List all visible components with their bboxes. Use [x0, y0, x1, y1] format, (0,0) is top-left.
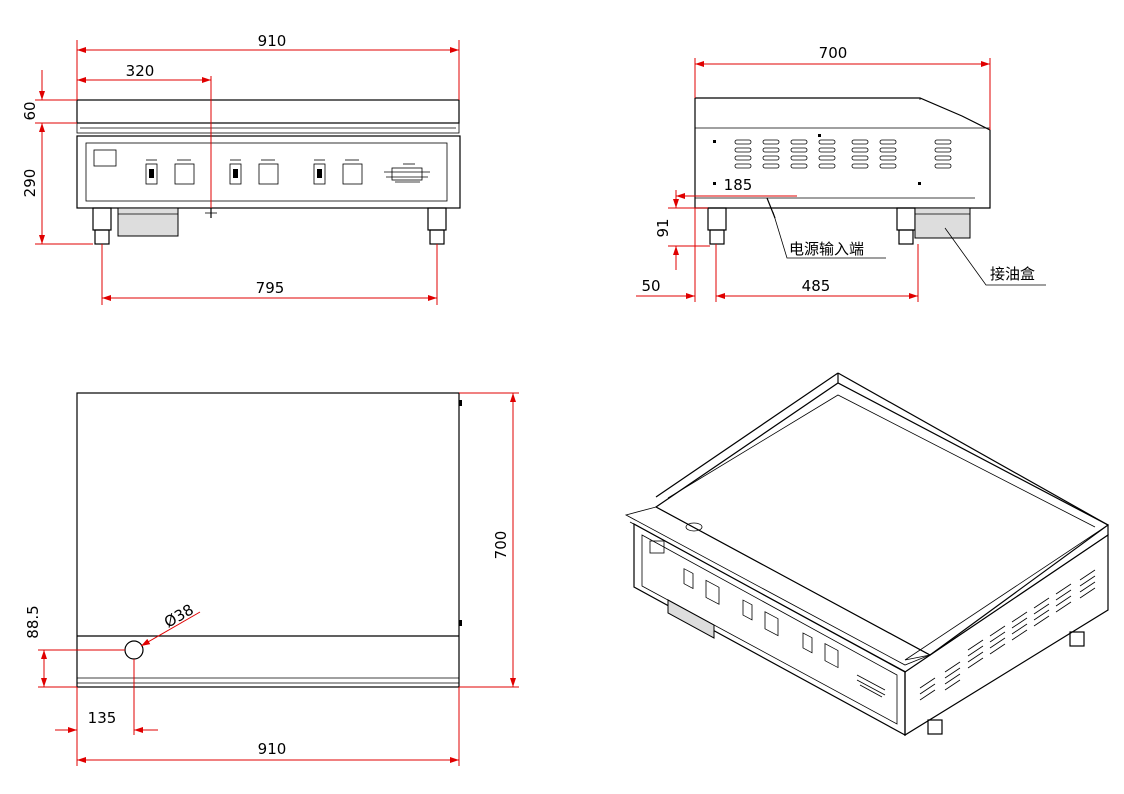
dim-inlet-offset-label: 185	[724, 176, 753, 194]
front-plate	[76, 99, 460, 124]
iso-plate	[654, 382, 1110, 656]
dim-height: 290	[21, 123, 93, 245]
label-oil-box: 接油盒	[990, 265, 1035, 283]
iso-side-face	[904, 533, 1109, 737]
indicator-window	[93, 149, 117, 167]
control-panel	[85, 142, 448, 202]
dim-feet: 795	[101, 244, 438, 305]
dim-top-label: 60	[21, 101, 39, 120]
dim-top-width: 910	[76, 687, 460, 766]
front-foot-left	[92, 207, 112, 231]
dim-top-depth-label: 700	[492, 531, 510, 560]
dim-side-depth: 700	[694, 44, 991, 130]
switch-icon	[229, 163, 242, 185]
dim-front-foot-label: 50	[641, 277, 660, 295]
iso-front-face	[633, 522, 906, 737]
dim-hole-front-label: 88.5	[24, 605, 42, 638]
brand-mark	[384, 163, 430, 183]
oil-box	[914, 207, 971, 239]
switch-icon	[313, 163, 326, 185]
side-view: 电源输入端 接油盒 700 185 91 50	[636, 44, 1046, 302]
front-body	[76, 135, 461, 209]
dim-hole-diameter: Ø38	[140, 600, 201, 647]
knob-icon	[174, 163, 195, 185]
top-plate	[76, 392, 460, 688]
dim-width: 910	[76, 32, 460, 100]
isometric-view	[624, 372, 1110, 737]
oil-drawer	[117, 207, 179, 237]
label-power-inlet: 电源输入端	[789, 240, 864, 258]
iso-indicator	[649, 540, 665, 554]
dim-hole-offset-label: 135	[88, 709, 117, 727]
iso-foot	[927, 719, 943, 735]
dim-feet-label: 795	[256, 279, 285, 297]
dim-top-width-label: 910	[258, 740, 287, 758]
dim-side-depth-label: 700	[819, 44, 848, 62]
dim-top-depth: 700	[459, 392, 519, 688]
dim-offset-label: 320	[126, 62, 155, 80]
dim-foot-height: 91	[654, 190, 710, 270]
drain-hole	[124, 640, 144, 660]
top-view: 700 88.5 Ø38 135 910	[24, 392, 519, 766]
dim-hole-offset: 135	[55, 659, 158, 735]
front-foot-right	[427, 207, 447, 231]
iso-front-rail	[624, 506, 931, 666]
front-rail	[76, 122, 460, 134]
side-foot-rear	[896, 207, 916, 231]
dim-inlet-offset: 185	[676, 176, 797, 199]
control-group-2	[229, 159, 279, 185]
control-group-3	[313, 159, 363, 185]
dim-top: 60	[21, 70, 77, 145]
front-view: 910 320 60 290 795	[21, 32, 461, 305]
switch-icon	[145, 163, 158, 185]
dim-foot-span: 485	[716, 244, 919, 302]
control-group-1	[145, 159, 195, 185]
dim-front-foot: 50	[636, 208, 717, 302]
dim-offset: 320	[77, 62, 212, 208]
dim-foot-span-label: 485	[802, 277, 831, 295]
dim-height-label: 290	[21, 169, 39, 198]
iso-drain-hole	[685, 522, 703, 532]
side-foot-front	[707, 207, 727, 231]
vent-grille	[713, 134, 952, 185]
iso-oil-drawer	[667, 599, 715, 639]
knob-icon	[342, 163, 363, 185]
dim-foot-height-label: 91	[654, 218, 672, 237]
dim-hole-front: 88.5	[24, 605, 125, 688]
dim-hole-diameter-label: Ø38	[161, 600, 197, 631]
iso-vents	[919, 569, 1096, 701]
knob-icon	[258, 163, 279, 185]
dim-width-label: 910	[258, 32, 287, 50]
